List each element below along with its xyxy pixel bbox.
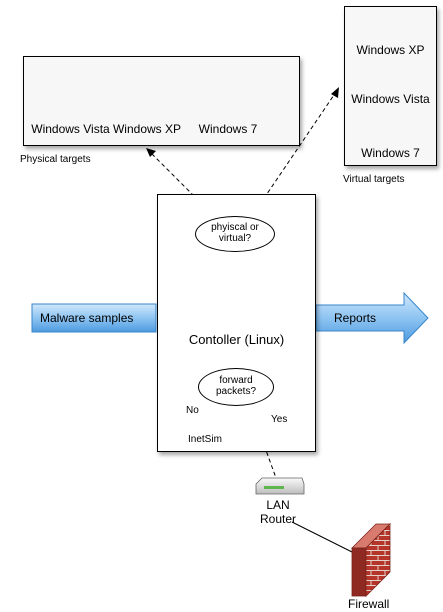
physical-target-label-3: Windows 7 bbox=[198, 122, 258, 136]
reports-label: Reports bbox=[334, 311, 377, 325]
physical-target-label-2: Windows XP bbox=[112, 122, 182, 136]
input-arrow-icon bbox=[31, 303, 157, 333]
output-arrow-icon bbox=[315, 291, 429, 345]
arrowhead-physical-icon bbox=[146, 148, 156, 157]
virtual-target-label-2: Windows Vista bbox=[351, 92, 430, 106]
physical-targets-box bbox=[23, 56, 300, 146]
router-icon bbox=[255, 477, 305, 495]
inetsim-label: InetSim bbox=[188, 434, 222, 445]
arrowhead-virtual-icon bbox=[331, 87, 339, 98]
yes-branch-label: Yes bbox=[271, 414, 288, 425]
virtual-targets-caption: Virtual targets bbox=[343, 174, 405, 185]
virtual-target-label-1: Windows XP bbox=[356, 43, 425, 57]
virtual-decision-node bbox=[195, 216, 275, 252]
physical-targets-caption: Physical targets bbox=[20, 154, 91, 165]
forward-decision-line-2: packets? bbox=[215, 386, 257, 397]
forward-decision-line-1: forward bbox=[219, 375, 253, 386]
virtual-decision-line-1: phyiscal or bbox=[211, 222, 259, 233]
forward-decision-label: forward packets? bbox=[198, 375, 274, 397]
virtual-decision-line-2: virtual? bbox=[218, 233, 252, 244]
firewall-label: Firewall bbox=[348, 597, 390, 611]
firewall-icon bbox=[351, 523, 391, 597]
virtual-target-label-3: Windows 7 bbox=[361, 146, 420, 160]
virtual-decision-label: phyiscal or virtual? bbox=[195, 222, 275, 244]
router-firewall-link bbox=[291, 521, 361, 557]
physical-target-label-1: Windows Vista bbox=[31, 122, 110, 136]
router-label-line-2: Router bbox=[259, 512, 297, 526]
router-label: LAN Router bbox=[250, 498, 306, 526]
no-branch-label: No bbox=[186, 405, 199, 416]
virtual-targets-box bbox=[344, 6, 437, 166]
router-label-line-1: LAN bbox=[266, 498, 290, 512]
malware-samples-label: Malware samples bbox=[40, 311, 134, 325]
controller-label: Contoller (Linux) bbox=[188, 332, 285, 347]
forward-decision-node bbox=[198, 368, 274, 406]
